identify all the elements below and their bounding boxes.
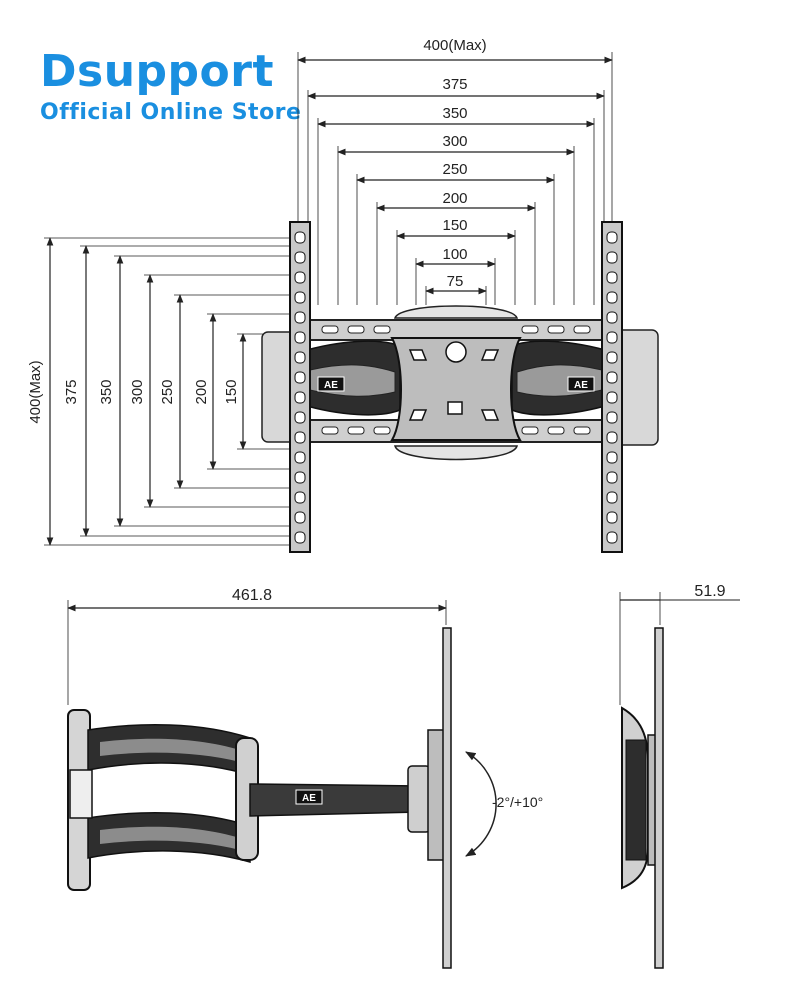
- right-vertical-rail: [601, 221, 623, 553]
- side-logo-mark: AE: [302, 793, 316, 804]
- vdim-150-label: 150: [223, 379, 240, 404]
- hdim-75: 75: [425, 273, 487, 305]
- hdim-400: 400(Max): [297, 37, 613, 222]
- rail-slot: [606, 531, 618, 544]
- hdim-375: 375: [307, 76, 605, 232]
- tilt-label: -2°/+10°: [492, 794, 543, 810]
- hdim-75-label: 75: [447, 273, 464, 290]
- hdim-250: 250: [356, 161, 555, 305]
- hdim-350: 350: [317, 105, 595, 305]
- rail-slot: [606, 391, 618, 404]
- rail-slot: [294, 231, 306, 244]
- rail-slot: [294, 331, 306, 344]
- hdim-200-label: 200: [442, 190, 467, 207]
- depth-min-label: 51.9: [694, 583, 725, 600]
- rail-slot: [606, 231, 618, 244]
- hdim-300: 300: [337, 133, 575, 305]
- rail-slot: [606, 331, 618, 344]
- hdim-350-label: 350: [442, 105, 467, 122]
- rail-slot: [606, 291, 618, 304]
- rail-slot: [294, 531, 306, 544]
- rail-slot: [606, 511, 618, 524]
- vdim-350-label: 350: [98, 379, 115, 404]
- vdim-250-label: 250: [159, 379, 176, 404]
- rail-slot: [294, 511, 306, 524]
- vdim-200: 200: [193, 313, 292, 470]
- mount-front-drawing: AE AE: [261, 221, 659, 553]
- hdim-200: 200: [376, 190, 536, 305]
- rail-slot: [606, 351, 618, 364]
- rail-slot: [294, 471, 306, 484]
- vdim-375: 375: [63, 245, 292, 537]
- rail-slot: [294, 251, 306, 264]
- depth-min-dimension: 51.9: [619, 583, 740, 705]
- vdim-375-label: 375: [63, 379, 80, 404]
- front-view: 400(Max) 375 350 300: [27, 37, 659, 553]
- depth-max-dimension: 461.8: [67, 587, 447, 705]
- rail-slot: [294, 271, 306, 284]
- hdim-250-label: 250: [442, 161, 467, 178]
- rail-slot: [294, 451, 306, 464]
- side-extension-arm: [249, 783, 421, 817]
- hdim-150-label: 150: [442, 217, 467, 234]
- left-vertical-rail: [289, 221, 311, 553]
- horizontal-dimension-set: 400(Max) 375 350 300: [297, 37, 613, 305]
- vdim-150: 150: [223, 333, 292, 450]
- rail-slot: [294, 491, 306, 504]
- rail-slot: [606, 451, 618, 464]
- hdim-100: 100: [415, 246, 496, 305]
- side-view: 461.8 AE -2°/+10°: [67, 587, 543, 969]
- rail-slot: [294, 411, 306, 424]
- hdim-300-label: 300: [442, 133, 467, 150]
- side-tv-bracket: [442, 627, 452, 969]
- rail-slot: [294, 311, 306, 324]
- left-logo-mark: AE: [324, 380, 338, 391]
- rail-slot: [606, 371, 618, 384]
- rail-slot: [294, 291, 306, 304]
- depth-max-label: 461.8: [232, 587, 272, 604]
- rail-slot: [294, 391, 306, 404]
- rail-slot: [606, 431, 618, 444]
- right-logo-mark: AE: [574, 380, 588, 391]
- rail-slot: [606, 271, 618, 284]
- rail-slot: [606, 311, 618, 324]
- vdim-200-label: 200: [193, 379, 210, 404]
- rail-slot: [294, 371, 306, 384]
- vdim-300-label: 300: [129, 379, 146, 404]
- rail-slot: [606, 251, 618, 264]
- vdim-350: 350: [98, 255, 292, 527]
- rail-slot: [294, 431, 306, 444]
- hdim-150: 150: [396, 217, 516, 305]
- brand-subtitle: Official Online Store: [40, 100, 302, 125]
- hdim-375-label: 375: [442, 76, 467, 93]
- tilt-arc: [465, 751, 497, 857]
- vdim-250: 250: [159, 294, 292, 489]
- hdim-400-label: 400(Max): [423, 37, 486, 54]
- vdim-400-label: 400(Max): [27, 360, 44, 423]
- rail-slot: [606, 411, 618, 424]
- vertical-dimension-set: 400(Max) 375 350 300: [27, 237, 292, 546]
- rail-slot: [606, 471, 618, 484]
- end-view: 51.9: [619, 583, 740, 969]
- rail-slot: [606, 491, 618, 504]
- rail-slot: [294, 351, 306, 364]
- brand-title: Dsupport: [40, 46, 274, 97]
- end-tv-bracket: [654, 627, 664, 969]
- hdim-100-label: 100: [442, 246, 467, 263]
- vdim-400: 400(Max): [27, 237, 292, 546]
- vdim-300: 300: [129, 274, 292, 508]
